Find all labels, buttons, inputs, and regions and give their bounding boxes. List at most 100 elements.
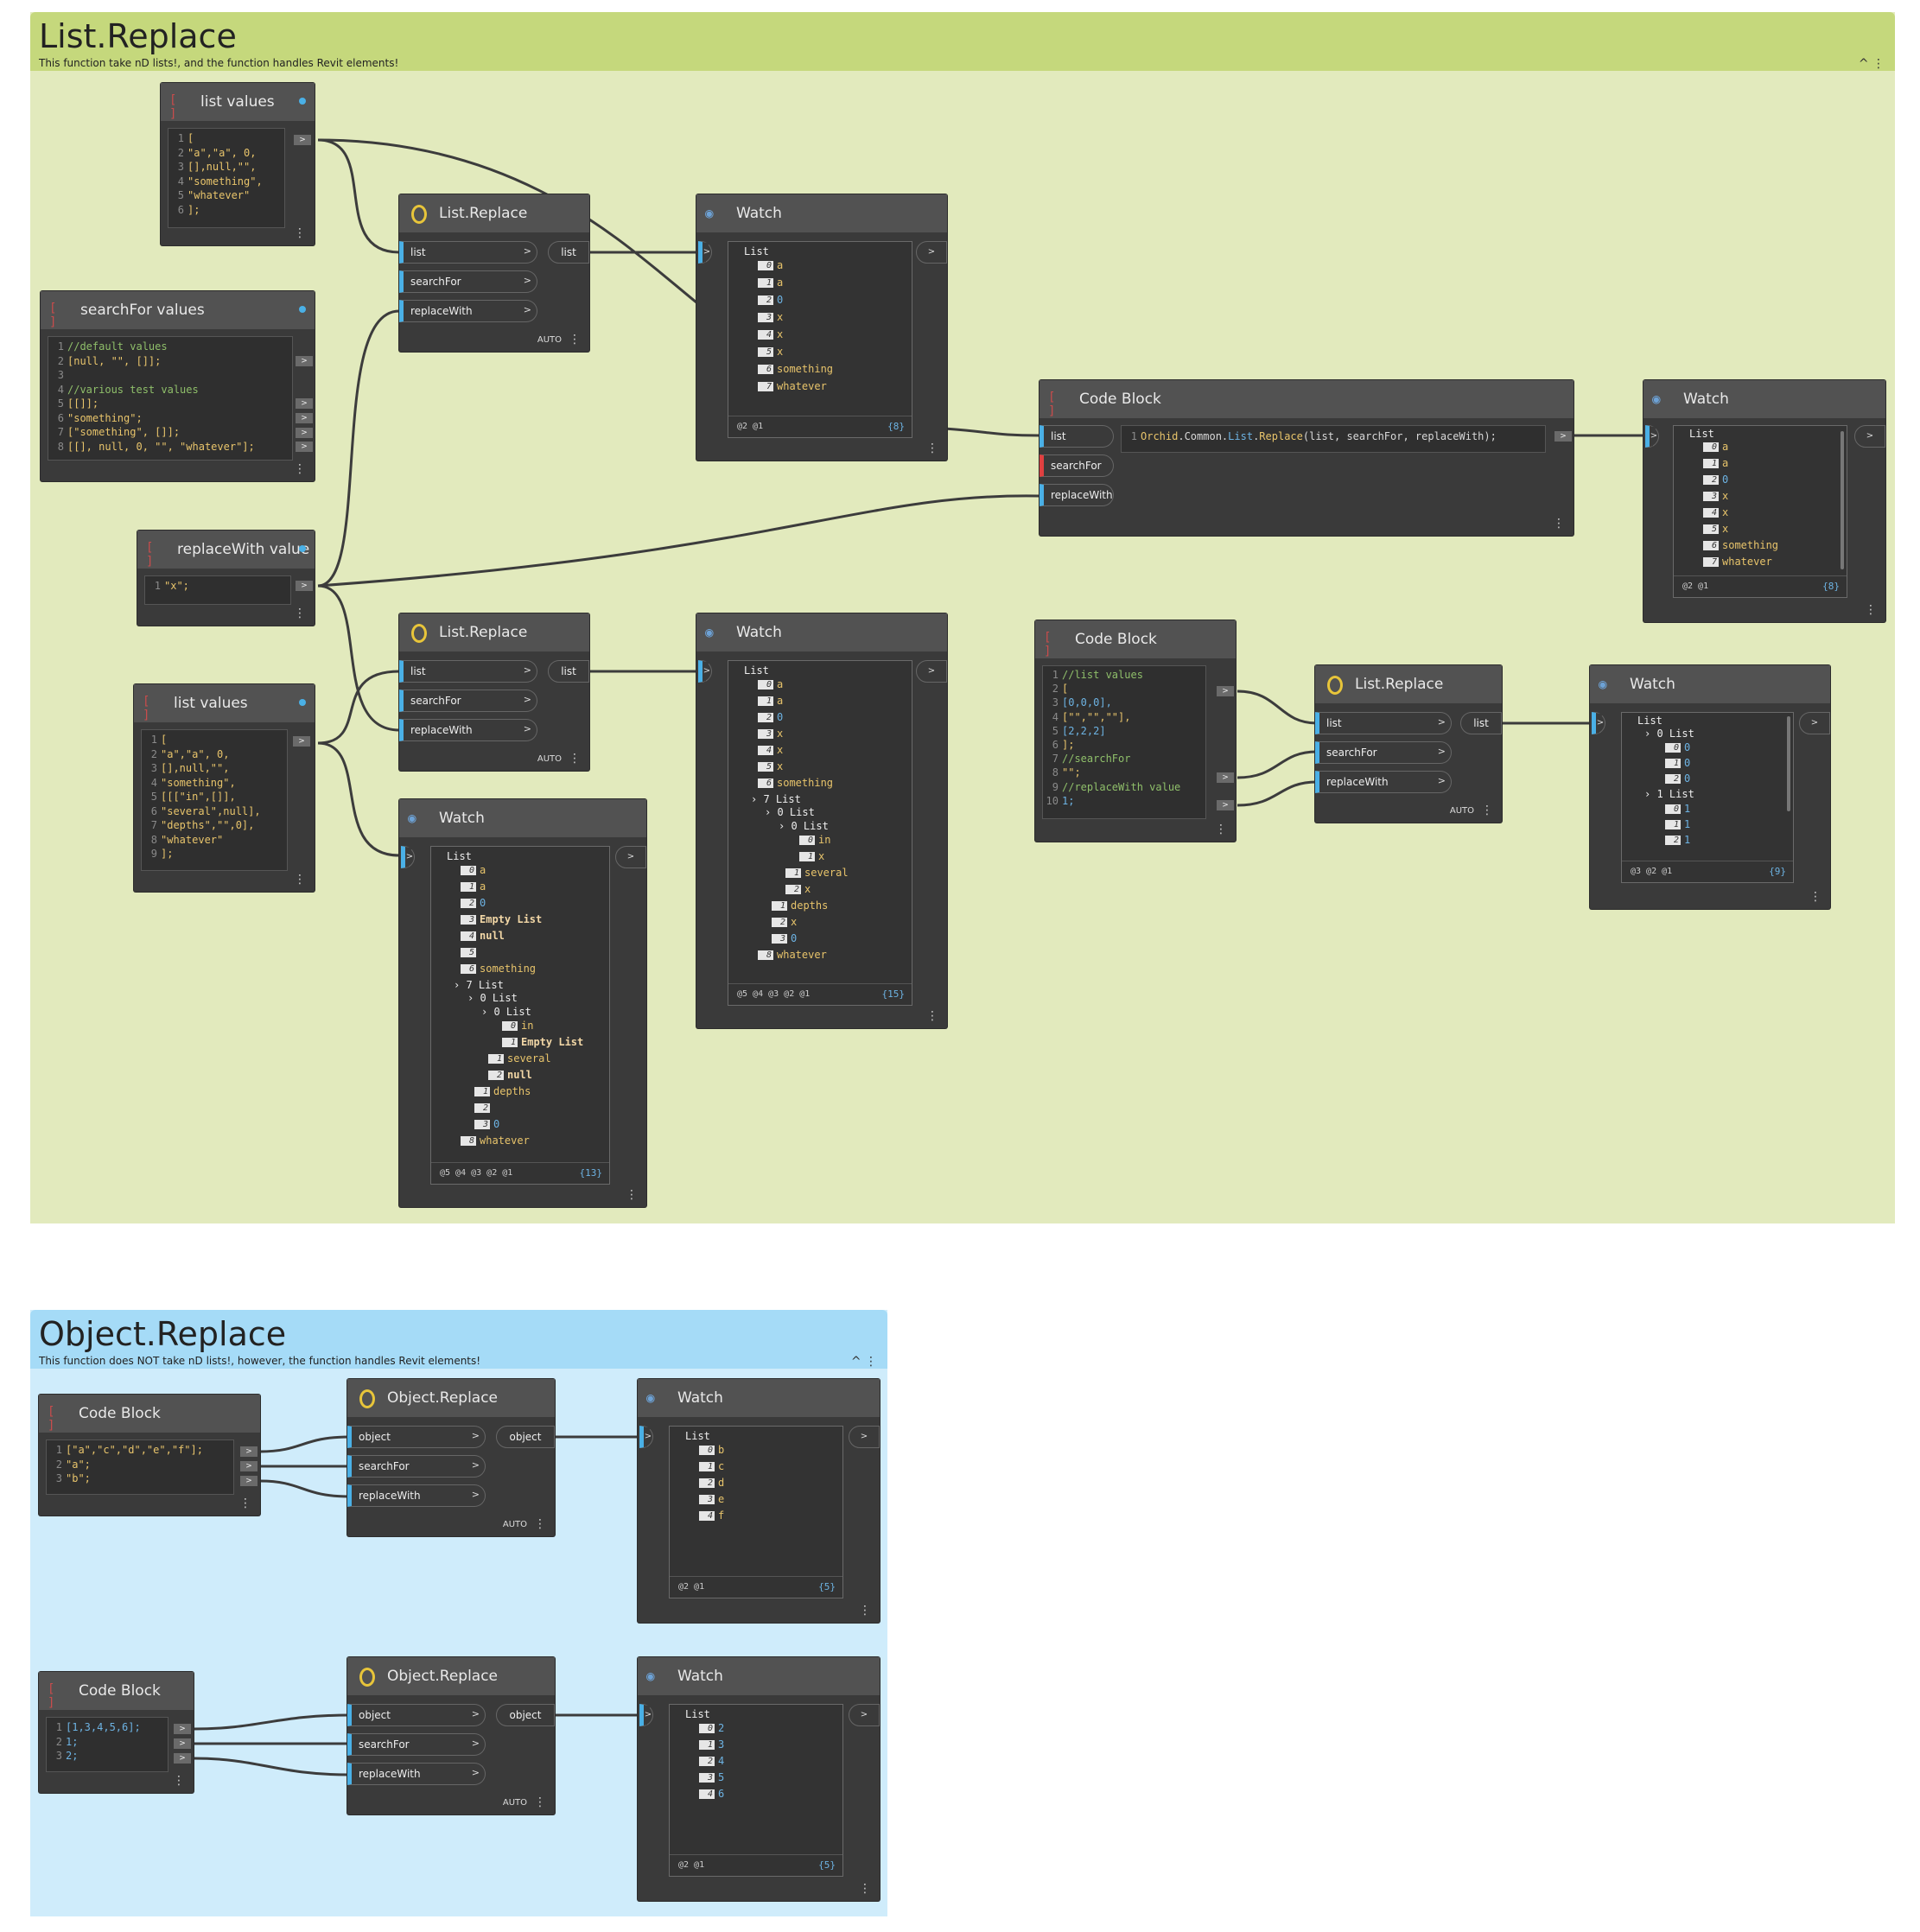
input-port[interactable]: >: [639, 1704, 653, 1726]
input-port-searchfor[interactable]: searchFor: [1039, 454, 1114, 477]
output-port[interactable]: >: [174, 1753, 191, 1764]
input-port[interactable]: >: [1592, 712, 1605, 734]
input-port-replacewith[interactable]: replaceWith>: [399, 300, 537, 322]
chevron-up-icon[interactable]: ^ ⋮: [1858, 57, 1885, 71]
output-port[interactable]: >: [240, 1461, 257, 1471]
object-replace-node[interactable]: Object.Replace object> searchFor> replac…: [347, 1657, 555, 1814]
code-block-node[interactable]: [ ] Code Block 1//list values 2[ 3[0,0,0…: [1035, 620, 1236, 842]
code-editor[interactable]: 1[ 2"a","a", 0, 3[],null,"", 4"something…: [141, 729, 288, 871]
input-port-searchfor[interactable]: searchFor>: [347, 1455, 486, 1478]
output-port[interactable]: >: [1217, 772, 1234, 783]
list-levels[interactable]: @2 @1: [678, 1860, 705, 1870]
code-editor[interactable]: 1[ 2"a","a", 0, 3[],null,"", 4"something…: [168, 128, 285, 228]
output-port[interactable]: >: [296, 581, 313, 591]
vertical-dots-icon[interactable]: ⋮: [1865, 603, 1877, 617]
input-port-searchfor[interactable]: searchFor>: [399, 270, 537, 293]
output-port[interactable]: >: [296, 398, 313, 409]
vertical-dots-icon[interactable]: ⋮: [926, 442, 938, 455]
output-port-object[interactable]: object: [496, 1704, 555, 1726]
output-port[interactable]: >: [294, 135, 311, 145]
input-port-list[interactable]: list: [1039, 425, 1114, 448]
code-editor[interactable]: 1//list values 2[ 3[0,0,0], 4["","",""],…: [1042, 665, 1206, 819]
input-port-list[interactable]: list>: [399, 241, 537, 264]
output-port[interactable]: >: [296, 413, 313, 423]
list-values-node[interactable]: [ ] list values 1[ 2"a","a", 0, 3[],null…: [161, 83, 315, 245]
input-port[interactable]: >: [1645, 425, 1659, 448]
output-port[interactable]: >: [1854, 425, 1885, 448]
output-port[interactable]: >: [916, 660, 947, 683]
input-port[interactable]: >: [698, 660, 712, 683]
vertical-dots-icon[interactable]: ⋮: [534, 1517, 546, 1531]
input-port-searchfor[interactable]: searchFor>: [347, 1733, 486, 1756]
list-levels[interactable]: @2 @1: [1682, 582, 1709, 591]
vertical-dots-icon[interactable]: ⋮: [239, 1497, 251, 1510]
list-levels[interactable]: @5 @4 @3 @2 @1: [737, 989, 811, 999]
list-levels[interactable]: @5 @4 @3 @2 @1: [440, 1168, 513, 1178]
input-port-list[interactable]: list>: [399, 660, 537, 683]
output-port[interactable]: >: [174, 1738, 191, 1749]
output-port[interactable]: >: [296, 442, 313, 452]
output-port[interactable]: >: [240, 1446, 257, 1457]
output-port[interactable]: >: [615, 846, 646, 868]
list-levels[interactable]: @3 @2 @1: [1631, 867, 1673, 876]
list-values-node[interactable]: [ ] list values 1[ 2"a","a", 0, 3[],null…: [134, 684, 315, 892]
list-levels[interactable]: @2 @1: [737, 422, 764, 431]
scrollbar[interactable]: [1841, 431, 1844, 569]
vertical-dots-icon[interactable]: ⋮: [294, 462, 306, 476]
vertical-dots-icon[interactable]: ⋮: [626, 1188, 638, 1202]
scrollbar[interactable]: [1787, 716, 1790, 811]
input-port-replacewith[interactable]: replaceWith>: [347, 1484, 486, 1507]
list-replace-node[interactable]: List.Replace list> searchFor> replaceWit…: [1315, 665, 1502, 823]
vertical-dots-icon[interactable]: ⋮: [534, 1795, 546, 1809]
vertical-dots-icon[interactable]: ⋮: [294, 873, 306, 887]
output-port[interactable]: >: [849, 1704, 880, 1726]
output-port[interactable]: >: [1217, 800, 1234, 810]
chevron-up-icon[interactable]: ^ ⋮: [850, 1355, 877, 1369]
vertical-dots-icon[interactable]: ⋮: [1553, 517, 1565, 531]
input-port-searchfor[interactable]: searchFor>: [1315, 741, 1452, 764]
lacing-label[interactable]: AUTO: [537, 335, 562, 345]
lacing-label[interactable]: AUTO: [502, 1520, 527, 1529]
output-port[interactable]: >: [174, 1724, 191, 1734]
output-port-list[interactable]: list: [548, 241, 589, 264]
output-port-list[interactable]: list: [548, 660, 589, 683]
output-port[interactable]: >: [916, 241, 947, 264]
input-port[interactable]: >: [698, 241, 712, 264]
group-list-replace[interactable]: List.Replace This function take nD lists…: [30, 12, 1895, 1223]
code-block-node[interactable]: [ ] Code Block list searchFor replaceWit…: [1039, 380, 1574, 536]
code-editor[interactable]: 1//default values 2[null, "", []]; 3 4//…: [48, 336, 293, 461]
input-port-replacewith[interactable]: replaceWith>: [347, 1763, 486, 1785]
lacing-label[interactable]: AUTO: [1449, 806, 1474, 816]
input-port-object[interactable]: object>: [347, 1426, 486, 1448]
vertical-dots-icon[interactable]: ⋮: [1215, 823, 1227, 836]
output-port[interactable]: >: [296, 428, 313, 438]
list-levels[interactable]: @2 @1: [678, 1582, 705, 1592]
input-port[interactable]: >: [401, 846, 415, 868]
input-port-replacewith[interactable]: replaceWith: [1039, 484, 1114, 506]
vertical-dots-icon[interactable]: ⋮: [294, 226, 306, 240]
lacing-label[interactable]: AUTO: [537, 754, 562, 764]
output-port[interactable]: >: [1217, 686, 1234, 696]
input-port-replacewith[interactable]: replaceWith>: [399, 719, 537, 741]
vertical-dots-icon[interactable]: ⋮: [294, 607, 306, 620]
searchfor-values-node[interactable]: [ ] searchFor values 1//default values 2…: [41, 291, 315, 481]
vertical-dots-icon[interactable]: ⋮: [926, 1009, 938, 1023]
vertical-dots-icon[interactable]: ⋮: [569, 333, 581, 346]
vertical-dots-icon[interactable]: ⋮: [859, 1882, 871, 1896]
output-port[interactable]: >: [1554, 431, 1572, 442]
vertical-dots-icon[interactable]: ⋮: [173, 1774, 185, 1788]
output-port[interactable]: >: [1799, 712, 1830, 734]
